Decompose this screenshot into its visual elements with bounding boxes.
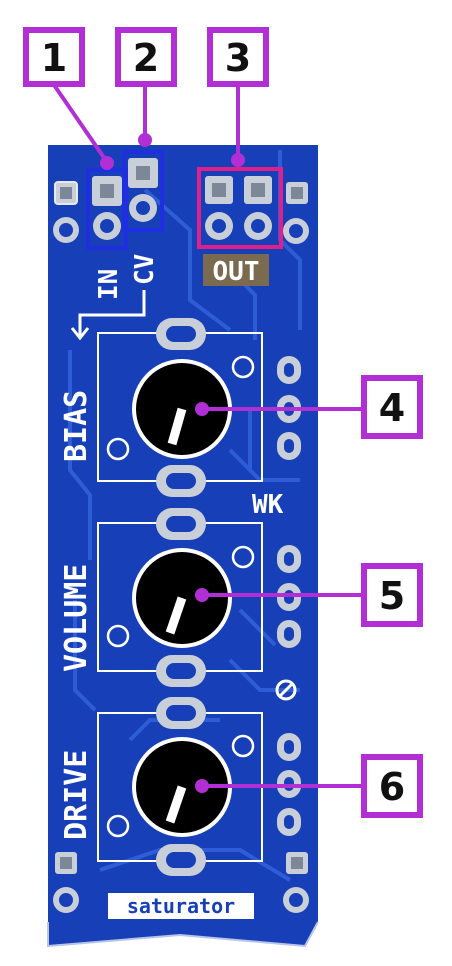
pcb-bottom-edge (47, 921, 319, 948)
svg-text:4: 4 (379, 386, 405, 430)
svg-text:6: 6 (379, 765, 405, 809)
pot-mount-holes (106, 355, 255, 838)
module-name: saturator (127, 894, 235, 918)
out-label-bg (203, 254, 269, 286)
callout-dots (100, 133, 245, 793)
out-jack-highlight (197, 167, 283, 249)
callout-1: 1 (23, 27, 85, 87)
module-name-bg (108, 893, 254, 919)
left-header-pads (53, 181, 79, 243)
bias-label: BIAS (59, 390, 94, 462)
bottom-pads (53, 852, 309, 913)
svg-text:5: 5 (379, 574, 405, 618)
out-jack-pads (205, 176, 272, 240)
cv-label: CV (130, 254, 160, 285)
wire-resistor-symbol: WK (252, 490, 284, 520)
callout-leaders (50, 80, 363, 788)
callout-2: 2 (115, 27, 177, 87)
cv-bias-arrow (70, 290, 146, 341)
right-header-pads (283, 182, 309, 244)
drive-label: DRIVE (59, 750, 94, 840)
out-label: OUT (213, 257, 260, 287)
callout-4: 4 (361, 375, 423, 439)
cv-jack-pads (128, 158, 158, 222)
null-symbol (275, 679, 297, 701)
callout-6: 6 (361, 754, 423, 818)
knob-volume[interactable] (132, 548, 232, 648)
callout-3: 3 (207, 27, 269, 87)
pcb-board (48, 145, 318, 946)
knob-bias[interactable] (132, 359, 232, 459)
cv-jack-highlight (122, 150, 164, 232)
callout-5: 5 (361, 563, 423, 627)
in-label: IN (94, 269, 124, 300)
volume-label: VOLUME (59, 564, 94, 672)
svg-text:3: 3 (225, 36, 251, 80)
svg-text:2: 2 (133, 36, 159, 80)
knob-drive[interactable] (132, 737, 232, 837)
svg-text:1: 1 (41, 36, 67, 80)
in-jack-pads (92, 176, 122, 240)
